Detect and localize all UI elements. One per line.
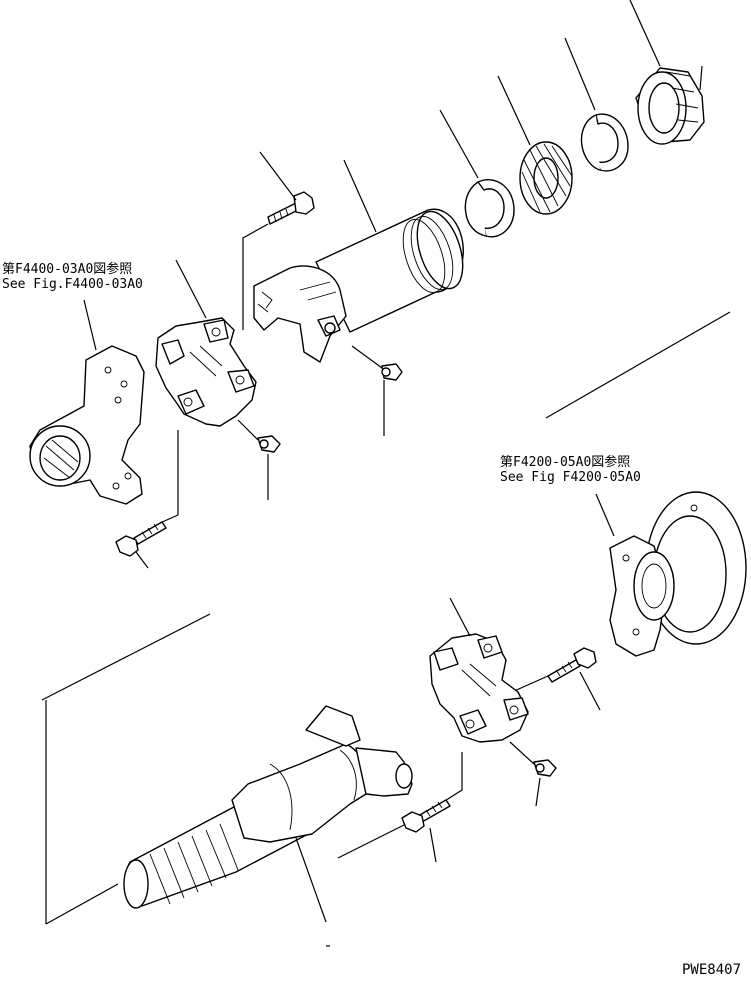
leader-spider-bearing-2 <box>449 597 471 637</box>
lower-reference-note: 第F4200-05A0図参照 See Fig F4200-05A0 <box>500 455 641 485</box>
leader-grease-fitting-link <box>351 345 383 369</box>
leader-grease-fitting-3 <box>535 777 541 807</box>
leader-reference-yoke <box>83 299 97 351</box>
leader-reference-flange <box>595 493 615 537</box>
slip-yoke-icon <box>253 208 464 363</box>
upper-reference-en: See Fig.F4400-03A0 <box>2 277 143 292</box>
bolt-icon <box>267 191 315 225</box>
drawing-code: PWE8407 <box>682 962 742 978</box>
leader-slip-yoke <box>343 159 377 233</box>
leader-spider-bearing <box>175 259 207 319</box>
leader-snap-ring <box>564 37 596 111</box>
upper-reference-jp: 第F4400-03A0図参照 <box>2 262 133 277</box>
spider-bearing-icon-2 <box>429 633 529 743</box>
leader-bolt-3 <box>579 671 601 711</box>
reference-flange-icon <box>609 491 747 657</box>
leader-bolt-4 <box>429 827 437 863</box>
bolt-icon-3 <box>547 647 597 683</box>
leader-grease-fitting-2-link <box>237 419 259 441</box>
snap-ring-icon-2 <box>464 179 515 238</box>
spider-bearing-icon <box>155 317 257 427</box>
seal-icon <box>519 141 573 215</box>
grease-fitting-icon-2 <box>257 435 281 453</box>
reference-yoke-icon <box>29 345 145 505</box>
upper-frame-lines <box>159 65 731 524</box>
snap-ring-icon <box>580 113 629 172</box>
leader-grease-fitting-3-link <box>509 741 535 765</box>
grease-fitting-icon <box>381 363 403 381</box>
bolt-icon-4 <box>401 799 451 833</box>
leader-snap-ring-2 <box>439 109 479 179</box>
bolt-icon-2 <box>115 521 167 557</box>
bearing-cup-icon <box>635 67 705 145</box>
lower-reference-jp: 第F4200-05A0図参照 <box>500 455 631 470</box>
leader-bearing <box>629 0 661 67</box>
lower-reference-en: See Fig F4200-05A0 <box>500 470 641 485</box>
spline-shaft-icon <box>123 705 413 909</box>
leader-bolt <box>259 151 297 201</box>
leader-seal <box>497 75 531 146</box>
leader-bolt-2 <box>135 551 149 569</box>
lower-frame-lines <box>41 613 549 925</box>
grease-fitting-icon-3 <box>533 759 557 777</box>
leader-spline-shaft <box>295 837 327 923</box>
upper-reference-note: 第F4400-03A0図参照 See Fig.F4400-03A0 <box>2 262 143 292</box>
